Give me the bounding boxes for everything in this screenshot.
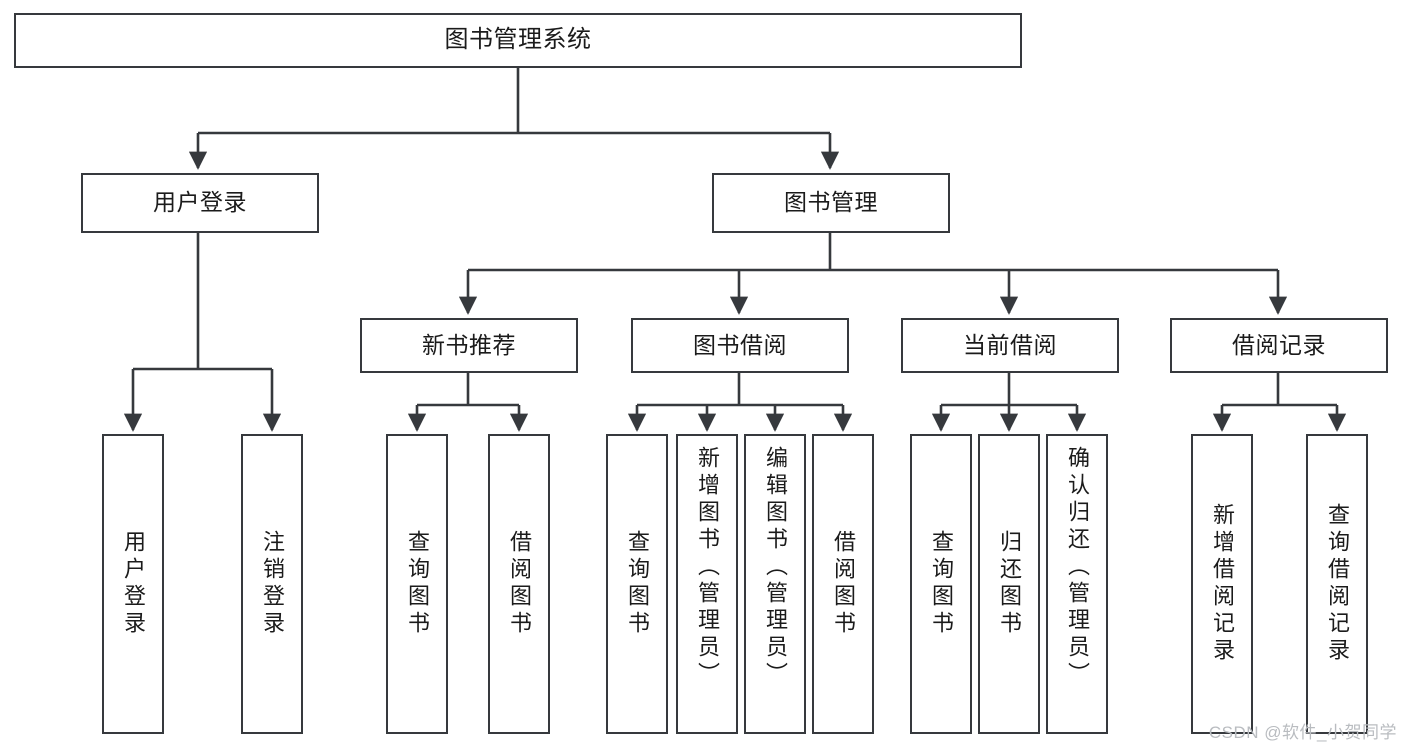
node-label: 查询借阅记录 [1325,503,1350,665]
leaf-user-login[interactable]: 用户登录 [102,434,164,734]
node-root-system[interactable]: 图书管理系统 [14,13,1022,68]
node-label: 借阅图书 [831,530,856,638]
node-label: 借阅记录 [1232,331,1326,358]
node-label: 查询图书 [929,530,954,638]
node-current-borrow[interactable]: 当前借阅 [901,318,1119,373]
node-label: 图书管理 [784,189,878,216]
leaf-bookborrow-query-book[interactable]: 查询图书 [606,434,668,734]
node-label: 注销登录 [260,530,285,638]
node-label: 新增借阅记录 [1210,503,1235,665]
leaf-newbook-borrow-book[interactable]: 借阅图书 [488,434,550,734]
node-label: 新书推荐 [422,331,516,358]
node-book-management[interactable]: 图书管理 [712,173,950,233]
node-label: 图书管理系统 [444,26,592,54]
leaf-bookborrow-add-book-admin[interactable]: 新增图书（管理员） [676,434,738,734]
leaf-borrowrecord-add-record[interactable]: 新增借阅记录 [1191,434,1253,734]
leaf-currentborrow-confirm-return-admin[interactable]: 确认归还（管理员） [1046,434,1108,734]
node-user-login[interactable]: 用户登录 [81,173,319,233]
node-label: 查询图书 [405,530,430,638]
leaf-bookborrow-edit-book-admin[interactable]: 编辑图书（管理员） [744,434,806,734]
node-label: 确认归还（管理员） [1065,446,1090,689]
node-label: 归还图书 [997,530,1022,638]
node-label: 编辑图书（管理员） [763,446,788,689]
node-label: 用户登录 [121,530,146,638]
node-label: 借阅图书 [507,530,532,638]
leaf-currentborrow-query-book[interactable]: 查询图书 [910,434,972,734]
node-label: 图书借阅 [693,331,787,358]
node-book-borrow[interactable]: 图书借阅 [631,318,849,373]
leaf-logout[interactable]: 注销登录 [241,434,303,734]
node-label: 新增图书（管理员） [695,446,720,689]
leaf-borrowrecord-query-record[interactable]: 查询借阅记录 [1306,434,1368,734]
node-label: 用户登录 [153,189,247,216]
node-new-book-recommend[interactable]: 新书推荐 [360,318,578,373]
leaf-bookborrow-borrow-book[interactable]: 借阅图书 [812,434,874,734]
node-label: 当前借阅 [963,331,1057,358]
leaf-newbook-query-book[interactable]: 查询图书 [386,434,448,734]
leaf-currentborrow-return-book[interactable]: 归还图书 [978,434,1040,734]
node-label: 查询图书 [625,530,650,638]
node-borrow-record[interactable]: 借阅记录 [1170,318,1388,373]
